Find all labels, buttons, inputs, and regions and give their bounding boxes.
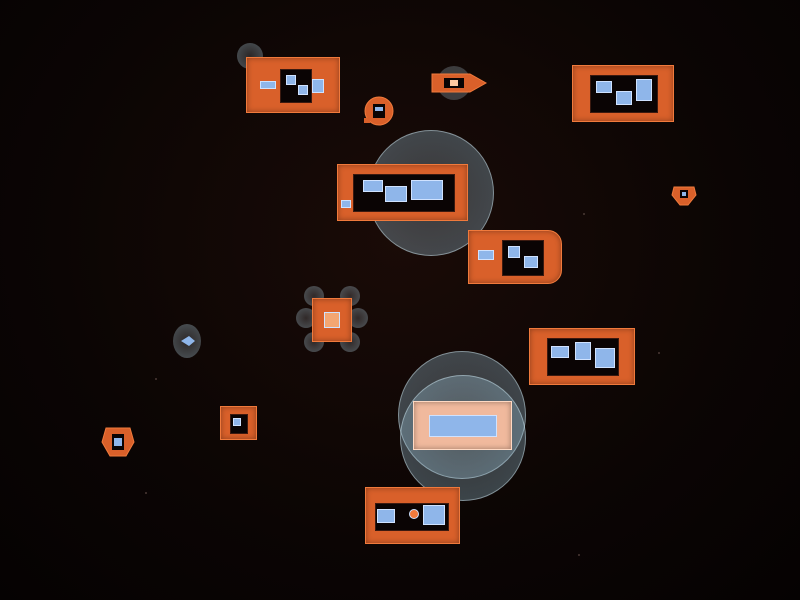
fighter-ship[interactable] — [362, 94, 396, 128]
gunship-hull-icon — [101, 427, 135, 457]
ship-module — [429, 415, 497, 437]
thruster-icon — [409, 509, 419, 519]
drone-hull-icon — [181, 336, 195, 346]
scout-ship[interactable] — [670, 181, 698, 207]
fighter-hull-icon — [364, 96, 394, 126]
ship-module — [636, 79, 652, 101]
station-ship[interactable] — [296, 286, 368, 354]
carrier-ship[interactable] — [529, 328, 635, 385]
ship-hull — [312, 298, 352, 342]
star — [658, 352, 660, 354]
ship-module — [551, 346, 569, 358]
interceptor-ship[interactable] — [430, 64, 490, 102]
ship-module — [260, 81, 276, 89]
ship-module — [377, 509, 395, 523]
ship-module — [411, 180, 443, 200]
ship-module — [286, 75, 296, 85]
ship-module — [312, 79, 324, 93]
destroyer-ship[interactable] — [468, 230, 562, 284]
shielded-cruiser-ship[interactable] — [413, 401, 512, 450]
ship-module — [324, 312, 340, 328]
tanker-ship[interactable] — [365, 487, 460, 544]
star — [145, 492, 147, 494]
ship-module — [478, 250, 494, 260]
scout-hull-icon — [671, 186, 697, 206]
ship-module — [341, 200, 351, 208]
ship-module — [423, 505, 445, 525]
star — [155, 378, 157, 380]
drone-ship[interactable] — [173, 324, 201, 358]
ship-module — [575, 342, 591, 360]
battleship-ship[interactable] — [572, 65, 674, 122]
gunship-ship[interactable] — [100, 424, 136, 460]
ship-module — [363, 180, 383, 192]
ship-module — [595, 348, 615, 368]
cruiser-ship[interactable] — [246, 57, 340, 113]
ship-module — [616, 91, 632, 105]
interceptor-hull-icon — [431, 66, 488, 100]
shield-bubble-icon — [296, 308, 316, 328]
ship-module — [596, 81, 612, 93]
star — [583, 213, 585, 215]
ship-module — [524, 256, 538, 268]
star — [578, 554, 580, 556]
ship-module — [508, 246, 520, 258]
frigate-ship[interactable] — [220, 406, 257, 440]
flagship-ship[interactable] — [337, 164, 468, 221]
shield-bubble-icon — [348, 308, 368, 328]
ship-module — [233, 418, 241, 426]
ship-module — [385, 186, 407, 202]
ship-module — [298, 85, 308, 95]
